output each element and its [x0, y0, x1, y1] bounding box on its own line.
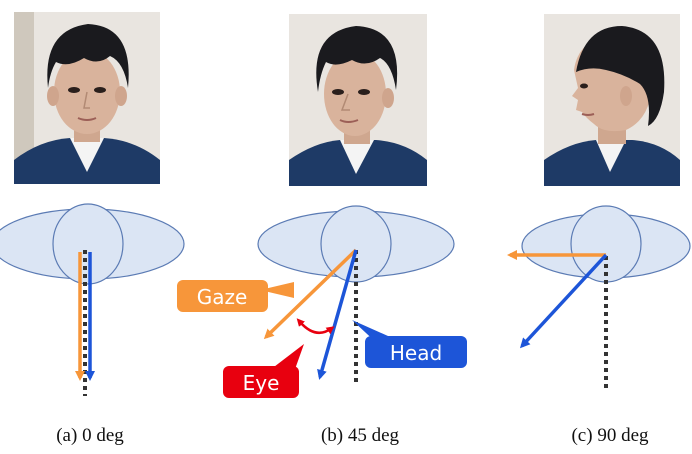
head-label-text: Head — [390, 341, 442, 365]
eye-label-text: Eye — [243, 371, 280, 395]
head-circle — [321, 206, 391, 282]
gaze-label-text: Gaze — [197, 285, 248, 309]
diagram-panel-c — [510, 206, 690, 392]
eye-angle-arc — [300, 322, 332, 333]
head-label: Head — [352, 320, 467, 368]
face-photo-45deg — [289, 14, 427, 186]
caption-panel-b: (b) 45 deg — [285, 424, 435, 448]
head-circle — [571, 206, 641, 282]
face-photo-90deg — [544, 14, 680, 186]
diagram-panel-a — [0, 204, 184, 396]
caption-panel-a: (a) 0 deg — [20, 424, 160, 448]
caption-panel-c: (c) 90 deg — [535, 424, 685, 448]
diagram-panel-b: Gaze Head Eye — [177, 206, 467, 398]
eye-label: Eye — [223, 344, 304, 398]
head-circle — [53, 204, 123, 284]
gaze-label: Gaze — [177, 280, 294, 312]
face-photo-frontal — [14, 12, 160, 184]
